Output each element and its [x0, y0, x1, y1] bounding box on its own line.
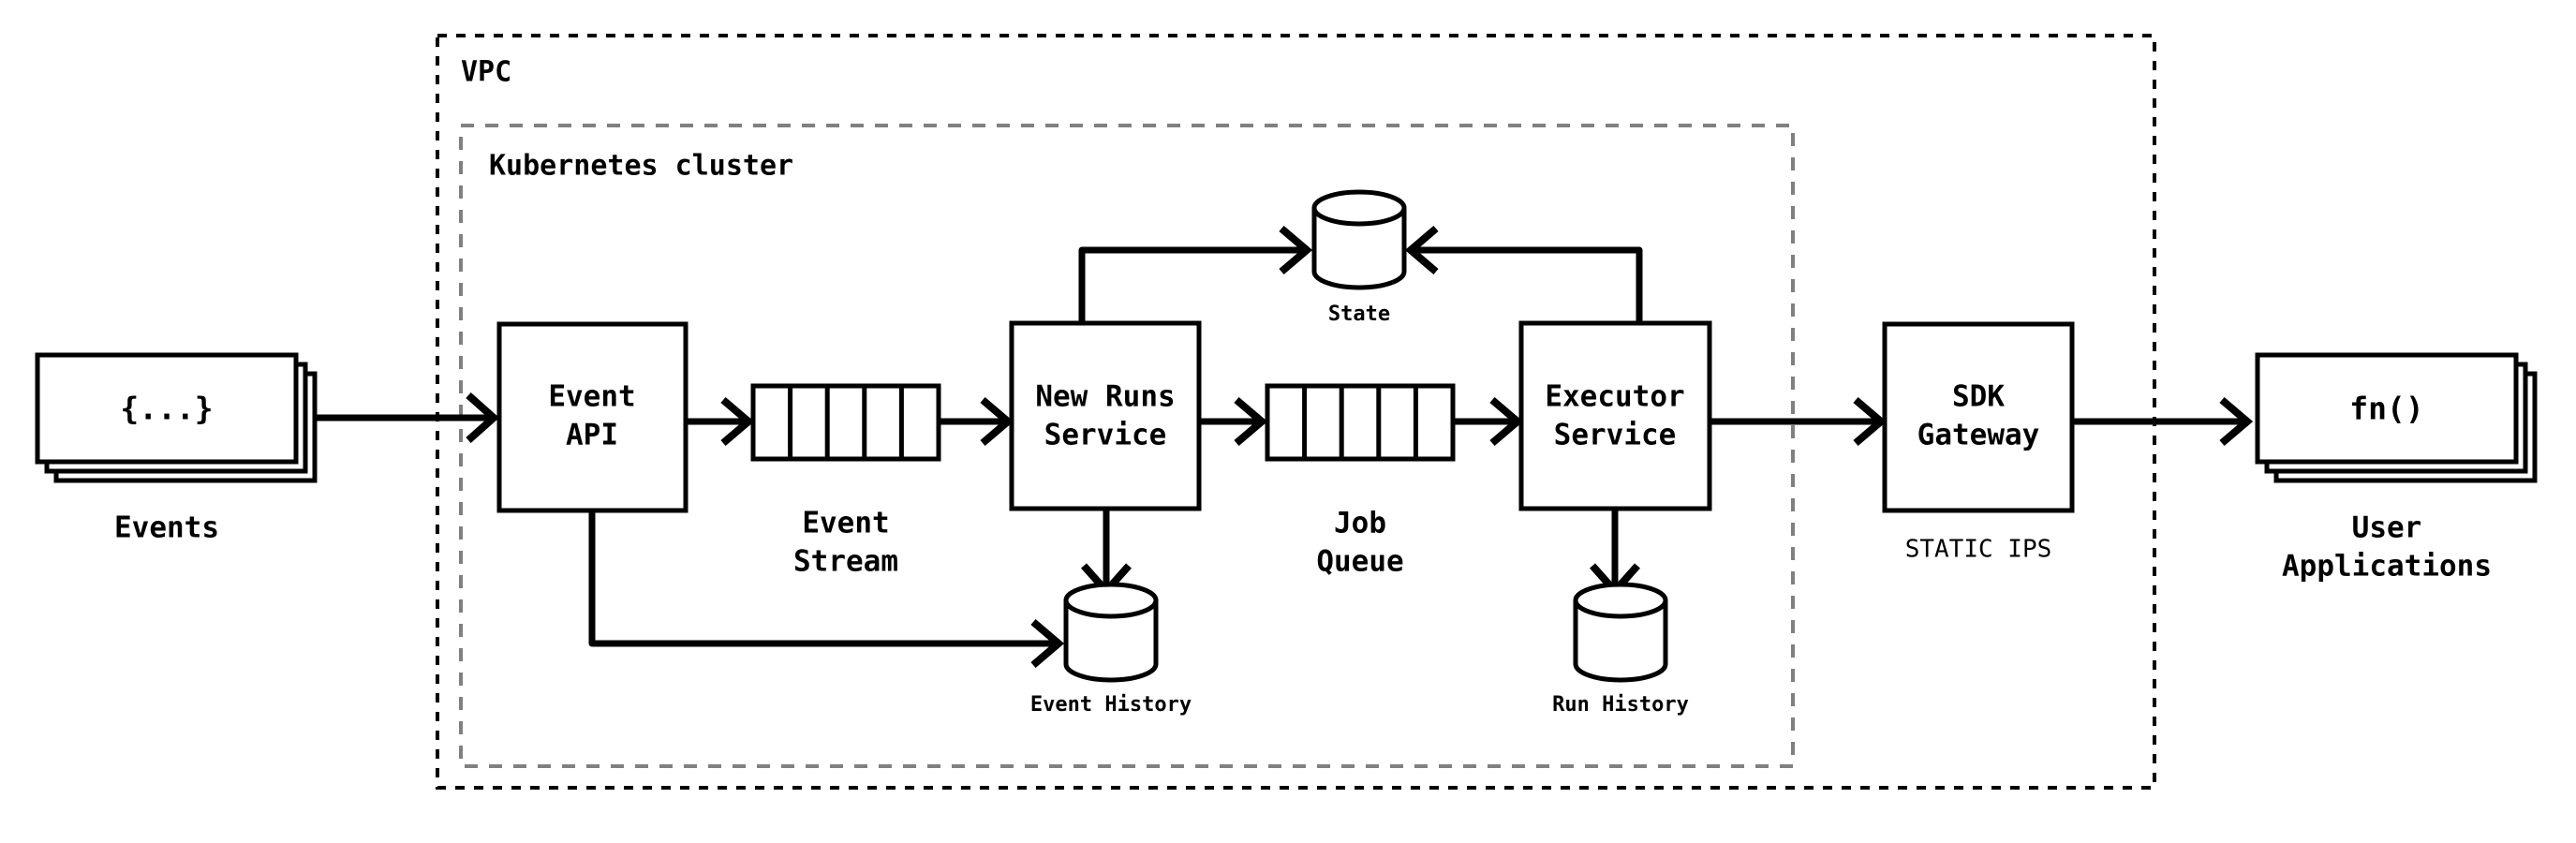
node-event-history[interactable]: Event History: [1030, 582, 1192, 717]
node-executor-service[interactable]: Executor Service: [1518, 320, 1712, 511]
user-applications-caption-line2: Applications: [2282, 550, 2492, 584]
executor-service-label-line2: Service: [1554, 419, 1677, 452]
edge-new-runs-service-to-state: [1078, 225, 1313, 323]
state-cylinder-body: [1311, 205, 1407, 290]
node-run-history[interactable]: Run History: [1552, 582, 1689, 717]
run-history-cylinder-top: [1573, 582, 1668, 619]
event-stream-queue-box: [750, 383, 941, 462]
edge-event-stream-to-new-runs-service: [939, 396, 1014, 447]
node-event-api[interactable]: Event API: [496, 321, 688, 513]
run-history-caption: Run History: [1552, 693, 1689, 717]
edge-executor-service-to-state: [1404, 225, 1643, 323]
edge-new-runs-service-to-event-history: [1081, 509, 1132, 598]
job-queue-caption-line2: Queue: [1316, 545, 1403, 579]
edge-events-to-event-api: [309, 392, 500, 443]
event-history-caption: Event History: [1030, 693, 1192, 717]
executor-service-label-line1: Executor: [1545, 380, 1684, 414]
edge-executor-service-to-sdk-gateway: [1710, 396, 1888, 447]
sdk-gateway-label-line2: Gateway: [1917, 419, 2040, 452]
events-caption: Events: [114, 511, 219, 545]
node-user-applications[interactable]: fn() User Applications: [2255, 352, 2538, 584]
zone-kubernetes-cluster: Kubernetes cluster: [459, 124, 1795, 768]
sdk-gateway-label-line1: SDK: [1952, 380, 2005, 414]
event-api-label-line1: Event: [548, 380, 635, 414]
node-sdk-gateway[interactable]: SDK Gateway STATIC IPS: [1882, 321, 2075, 564]
zone-vpc: VPC: [436, 34, 2156, 790]
node-event-stream[interactable]: Event Stream: [750, 383, 941, 579]
state-cylinder-top: [1311, 189, 1407, 227]
sdk-gateway-box: [1882, 321, 2075, 513]
user-applications-stack-front: [2255, 352, 2519, 465]
events-inner-label: {...}: [120, 391, 213, 427]
sdk-gateway-static-ips-caption: STATIC IPS: [1905, 536, 2052, 564]
new-runs-service-box: [1009, 320, 1202, 511]
run-history-cylinder-body: [1573, 598, 1668, 683]
node-job-queue[interactable]: Job Queue: [1265, 383, 1456, 579]
new-runs-service-label-line1: New Runs: [1035, 380, 1175, 414]
edge-sdk-gateway-to-user-applications: [2072, 396, 2254, 447]
user-applications-inner-label: fn(): [2349, 391, 2423, 427]
edge-event-api-to-event-history: [588, 510, 1065, 669]
node-state[interactable]: State: [1311, 189, 1407, 326]
executor-service-box: [1518, 320, 1712, 511]
job-queue-caption-line1: Job: [1334, 507, 1386, 540]
event-api-box: [496, 321, 688, 513]
cluster-label: Kubernetes cluster: [489, 150, 793, 183]
event-history-cylinder-body: [1063, 598, 1159, 683]
edge-new-runs-service-to-job-queue: [1199, 396, 1268, 447]
edge-job-queue-to-executor-service: [1453, 396, 1524, 447]
event-stream-caption-line2: Stream: [793, 545, 898, 579]
node-events[interactable]: {...} Events: [35, 352, 318, 545]
cluster-border: [459, 124, 1795, 768]
events-stack-front: [35, 352, 299, 465]
vpc-label: VPC: [461, 56, 511, 89]
event-stream-caption-line1: Event: [802, 507, 889, 540]
event-api-label-line2: API: [566, 419, 618, 452]
new-runs-service-label-line2: Service: [1044, 419, 1167, 452]
state-caption: State: [1328, 303, 1390, 326]
edge-executor-service-to-run-history: [1590, 509, 1640, 598]
user-applications-caption-line1: User: [2352, 511, 2422, 545]
event-history-cylinder-top: [1063, 582, 1159, 619]
job-queue-box: [1265, 383, 1456, 462]
node-new-runs-service[interactable]: New Runs Service: [1009, 320, 1202, 511]
edge-event-api-to-event-stream: [686, 396, 755, 447]
